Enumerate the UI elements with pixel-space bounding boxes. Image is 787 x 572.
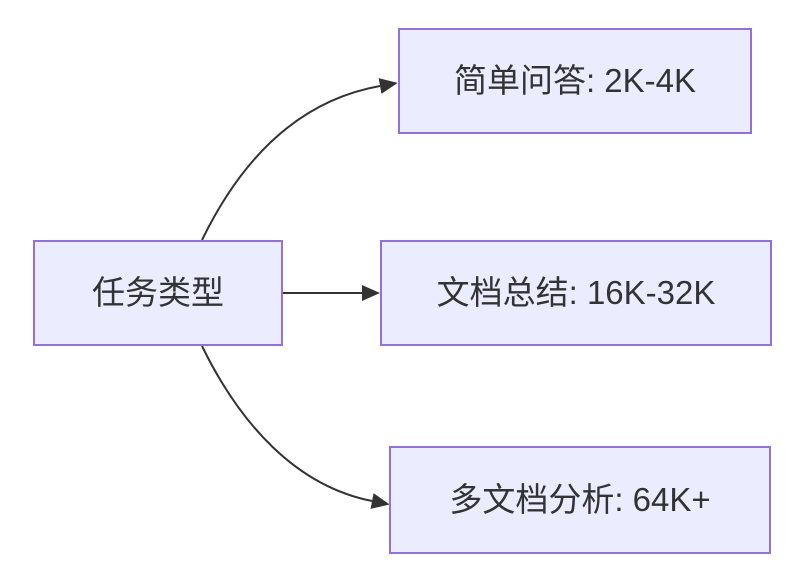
node-multi-doc-analysis: 多文档分析: 64K+ xyxy=(389,446,771,554)
node-doc-summary-label: 文档总结: 16K-32K xyxy=(436,274,716,312)
node-doc-summary: 文档总结: 16K-32K xyxy=(380,240,772,346)
node-task-type: 任务类型 xyxy=(33,240,283,346)
node-multi-doc-analysis-label: 多文档分析: 64K+ xyxy=(449,481,711,519)
arrow-root-to-simple-qa xyxy=(201,78,398,241)
node-task-type-label: 任务类型 xyxy=(92,274,224,312)
node-simple-qa-label: 简单问答: 2K-4K xyxy=(453,62,697,100)
arrow-root-to-multi-doc xyxy=(201,345,390,509)
node-simple-qa: 简单问答: 2K-4K xyxy=(398,28,752,134)
